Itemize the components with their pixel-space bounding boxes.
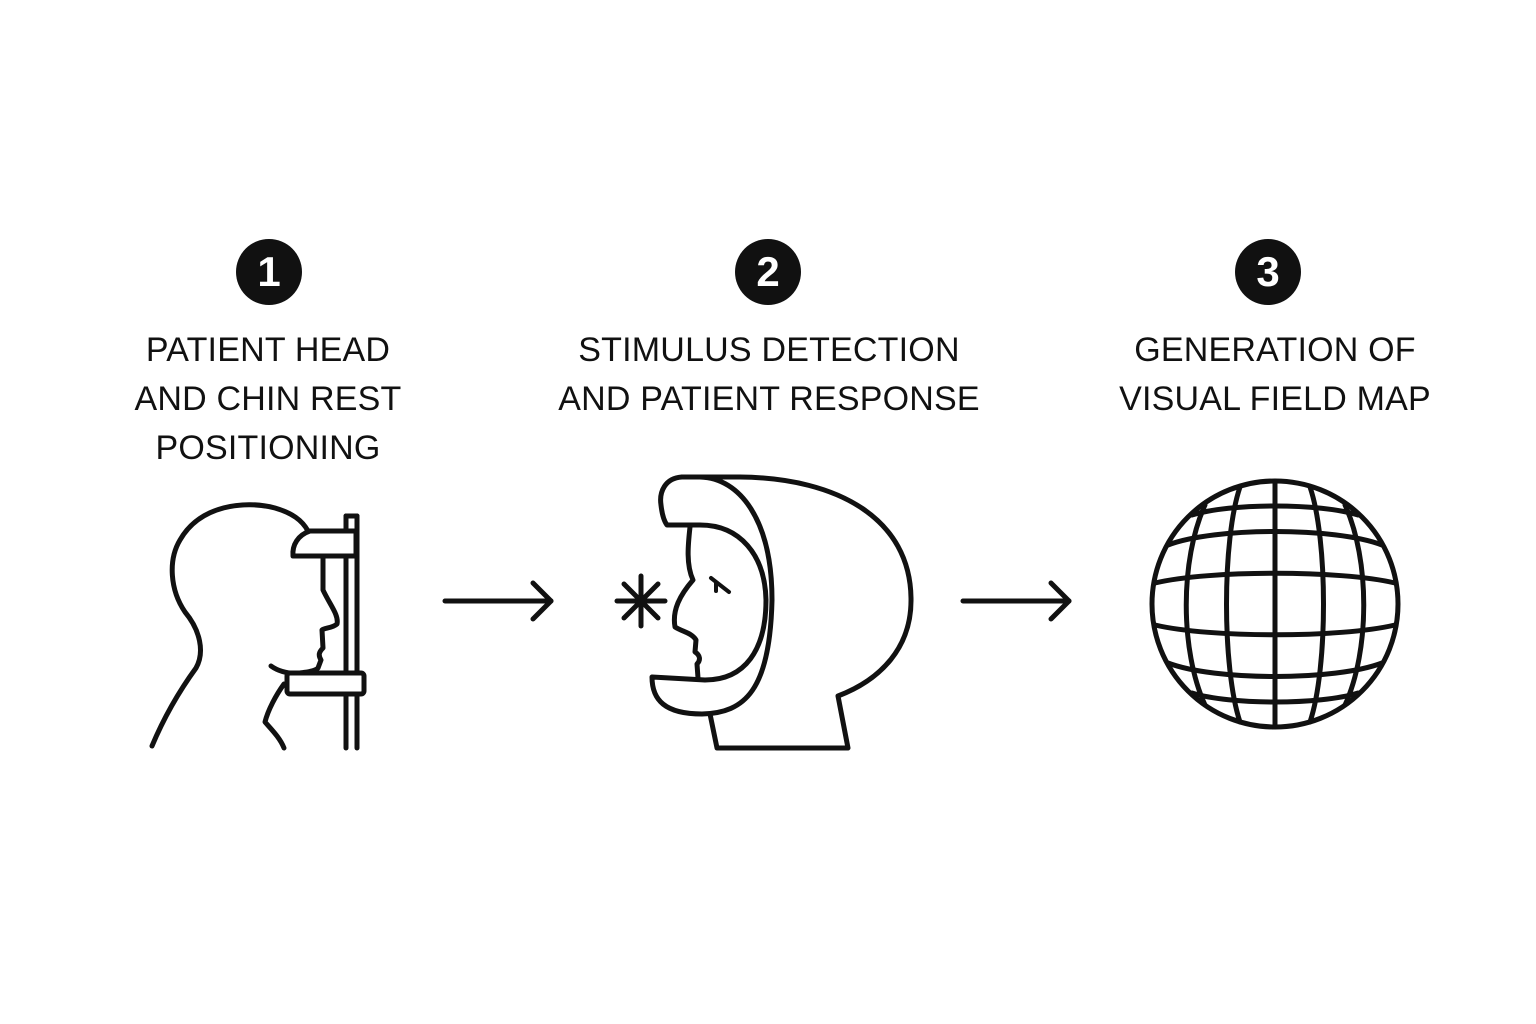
globe-parallel xyxy=(1152,622,1398,638)
bowl-outer xyxy=(679,474,914,751)
step-2-badge: 2 xyxy=(735,239,801,305)
step-1-title-line-1: PATIENT HEAD xyxy=(145,331,391,369)
globe-parallel xyxy=(1165,660,1385,679)
step-2-title-line-1: STIMULUS DETECTION xyxy=(578,331,960,369)
visual-field-globe-icon xyxy=(1149,478,1401,730)
neck-outline xyxy=(262,681,287,751)
face-profile xyxy=(671,524,702,681)
globe-meridian xyxy=(1342,502,1367,708)
step-1-title: PATIENT HEAD AND CHIN REST POSITIONING xyxy=(134,326,401,473)
patient-head-chin-rest-icon xyxy=(149,502,367,751)
globe-parallel xyxy=(1189,690,1361,705)
head-outline xyxy=(149,502,311,749)
step-3-number: 3 xyxy=(1256,248,1280,295)
step-1-title-line-3: POSITIONING xyxy=(155,429,381,467)
globe-parallel xyxy=(1165,529,1385,548)
bowl-rim xyxy=(649,474,775,717)
step-2-number: 2 xyxy=(756,248,780,295)
step-3-title: GENERATION OF VISUAL FIELD MAP xyxy=(1119,326,1431,424)
arrow-right-icon xyxy=(960,580,1072,622)
chin-rest xyxy=(284,670,367,697)
eye-mark xyxy=(709,576,731,594)
step-1-number: 1 xyxy=(257,248,281,295)
globe-meridian xyxy=(1224,484,1243,725)
step-1-badge: 1 xyxy=(236,239,302,305)
globe-parallel xyxy=(1189,503,1361,518)
step-3-badge: 3 xyxy=(1235,239,1301,305)
face-profile xyxy=(268,554,340,676)
arrow-right-icon xyxy=(442,580,554,622)
globe-parallel xyxy=(1152,570,1398,586)
step-3-title-line-2: VISUAL FIELD MAP xyxy=(1119,380,1431,418)
step-2-title-line-2: AND PATIENT RESPONSE xyxy=(558,380,980,418)
step-2-title: STIMULUS DETECTION AND PATIENT RESPONSE xyxy=(558,326,980,424)
stimulus-asterisk-icon xyxy=(614,573,668,629)
globe-meridian xyxy=(1183,502,1208,708)
step-3-title-line-1: GENERATION OF xyxy=(1134,331,1416,369)
step-1-title-line-2: AND CHIN REST xyxy=(134,380,402,418)
globe-meridian xyxy=(1307,484,1326,725)
forehead-rest xyxy=(290,528,359,559)
perimeter-bowl-stimulus-icon xyxy=(614,474,914,751)
